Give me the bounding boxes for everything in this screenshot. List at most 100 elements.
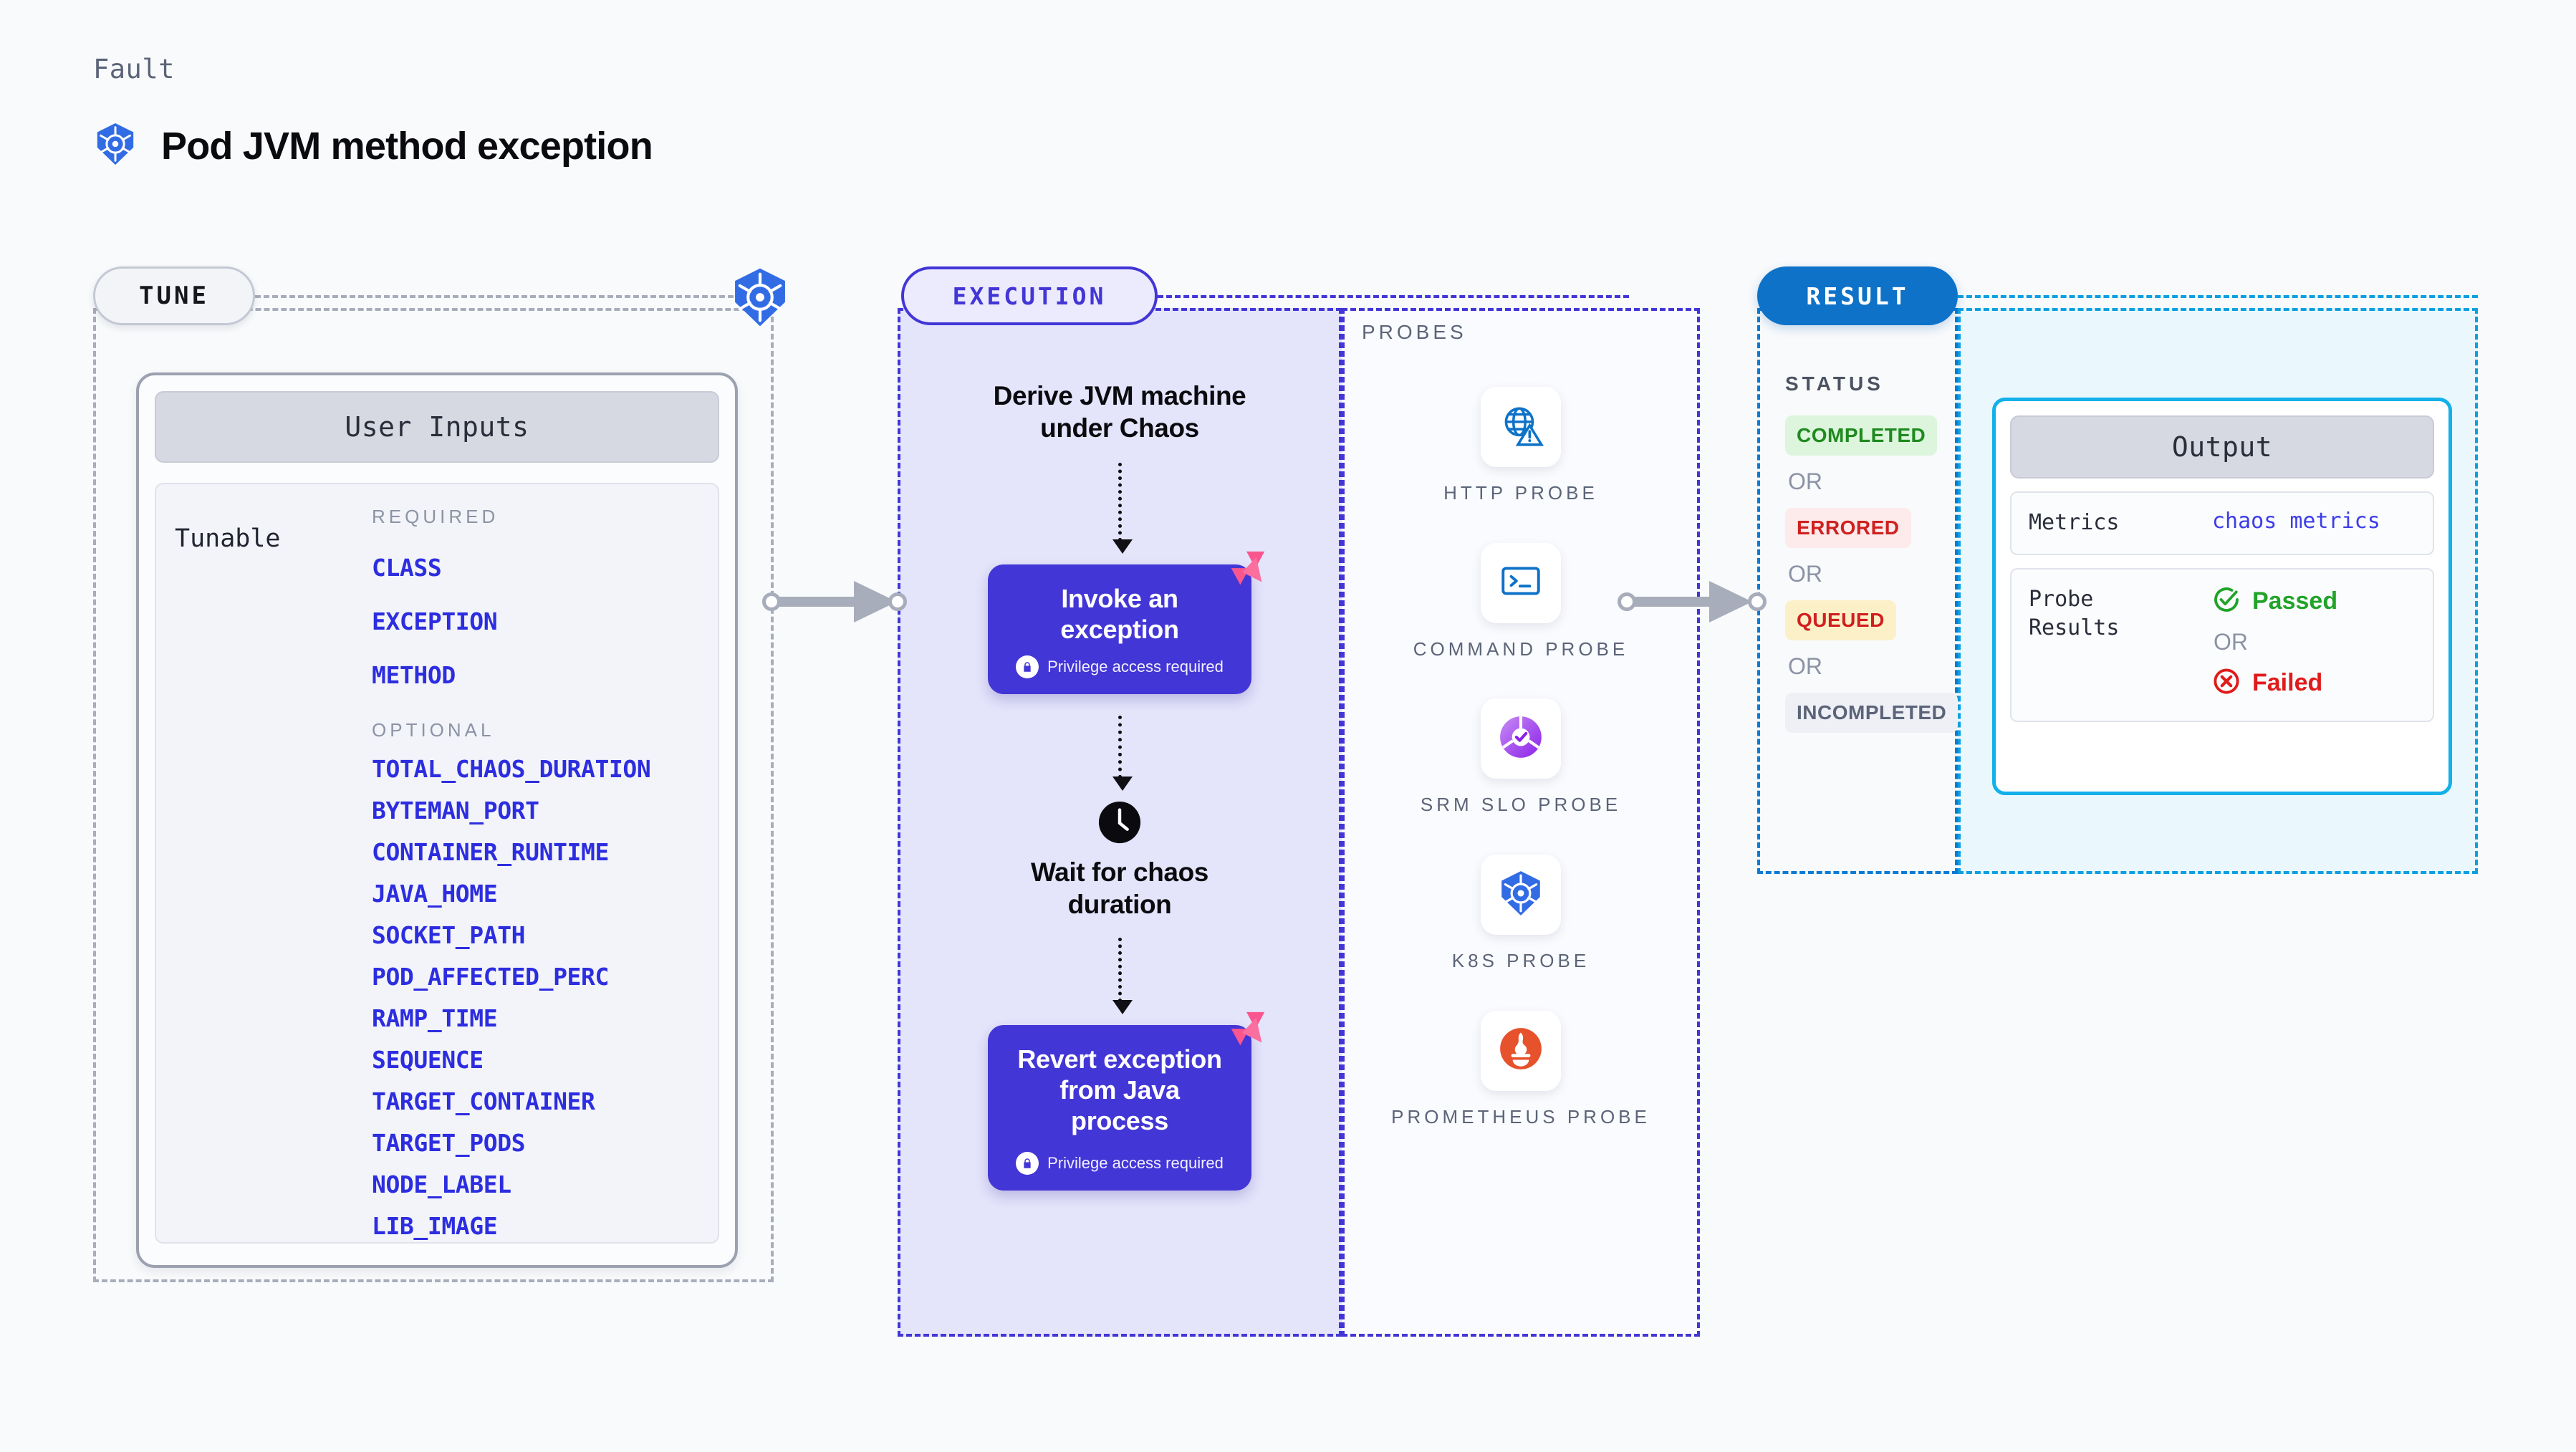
tune-exit-node [762, 592, 781, 611]
probe-tile [1481, 855, 1561, 936]
output-row-probe-results: Probe Results Passed OR [2010, 567, 2434, 722]
result-pill-label: RESULT [1806, 282, 1909, 310]
tune-connector-line [255, 295, 742, 298]
litmus-chaos-icon [1226, 1008, 1270, 1052]
param-java-home[interactable]: JAVA_HOME [372, 880, 498, 908]
probe-verdict-passed: Passed [2212, 585, 2416, 617]
param-class[interactable]: CLASS [372, 554, 442, 582]
probe-item-prometheus[interactable]: PROMETHEUS PROBE [1391, 1010, 1650, 1131]
globe-warning-icon [1497, 402, 1544, 453]
fault-eyebrow-label: Fault [93, 54, 175, 85]
param-container-runtime[interactable]: CONTAINER_RUNTIME [372, 838, 609, 866]
probe-item-http[interactable]: HTTP PROBE [1443, 387, 1598, 507]
status-badge-queued: QUEUED [1785, 600, 1896, 640]
lock-icon [1016, 1152, 1039, 1175]
probe-item-srm-slo[interactable]: SRM SLO PROBE [1421, 698, 1621, 819]
result-stage-pill[interactable]: RESULT [1757, 266, 1958, 325]
probe-verdict-failed: Failed [2212, 667, 2416, 699]
result-stage-panel [1757, 308, 1958, 874]
probe-tile [1481, 542, 1561, 623]
litmus-chaos-icon [1226, 547, 1270, 592]
status-badge-incompleted: INCOMPLETED [1785, 693, 1959, 733]
probe-label: K8S PROBE [1451, 950, 1590, 972]
status-badge-completed: COMPLETED [1785, 415, 1938, 456]
user-inputs-card: User Inputs Tunable REQUIRED CLASS EXCEP… [136, 372, 738, 1268]
revert-exception-title: Revert exception from Java process [1017, 1044, 1222, 1136]
probe-tile [1481, 1010, 1561, 1091]
lock-icon [1016, 655, 1039, 678]
execution-stage-pill[interactable]: EXECUTION [901, 266, 1158, 325]
param-pod-affected-perc[interactable]: POD_AFFECTED_PERC [372, 963, 609, 991]
tunable-label: Tunable [175, 524, 281, 553]
metrics-value-link[interactable]: chaos metrics [2212, 509, 2380, 534]
kubernetes-icon [93, 122, 138, 170]
execution-pill-label: EXECUTION [952, 282, 1107, 310]
privilege-note-row-1: Privilege access required [1005, 655, 1234, 678]
param-exception[interactable]: EXCEPTION [372, 607, 498, 635]
status-section-label: STATUS [1785, 372, 1884, 395]
privilege-note-text-1: Privilege access required [1047, 657, 1224, 675]
param-total-chaos-duration[interactable]: TOTAL_CHAOS_DURATION [372, 755, 651, 783]
param-socket-path[interactable]: SOCKET_PATH [372, 921, 526, 949]
execution-entry-node [888, 592, 907, 611]
probe-item-command[interactable]: COMMAND PROBE [1413, 542, 1629, 663]
execution-connector-line [1158, 295, 1629, 298]
tune-to-execution-arrow [774, 581, 897, 622]
execution-step-revert-exception[interactable]: Revert exception from Java process Privi… [988, 1011, 1265, 1191]
output-row-metrics: Metrics chaos metrics [2010, 491, 2434, 555]
flow-arrow-down-2 [1112, 715, 1133, 791]
kubernetes-icon [729, 266, 791, 328]
param-target-pods[interactable]: TARGET_PODS [372, 1129, 526, 1157]
probe-results-key-label: Probe Results [2029, 586, 2120, 641]
result-connector-line [1958, 295, 2478, 298]
status-or-label-2: OR [1788, 561, 1822, 587]
status-badge-errored: ERRORED [1785, 508, 1911, 548]
kubernetes-icon [1497, 870, 1544, 920]
status-or-label-1: OR [1788, 468, 1822, 494]
tune-stage-pill[interactable]: TUNE [93, 266, 255, 325]
required-group-label: REQUIRED [372, 506, 499, 527]
optional-params-list: TOTAL_CHAOS_DURATION BYTEMAN_PORT CONTAI… [372, 755, 699, 1240]
status-or-label-3: OR [1788, 653, 1822, 679]
page-title: Pod JVM method exception [161, 124, 653, 168]
prometheus-icon [1497, 1025, 1544, 1076]
tune-stage-panel [93, 308, 774, 1282]
probes-exit-node [1618, 592, 1636, 611]
param-target-container[interactable]: TARGET_CONTAINER [372, 1087, 595, 1115]
param-lib-image[interactable]: LIB_IMAGE [372, 1212, 498, 1240]
probe-label: COMMAND PROBE [1413, 638, 1629, 660]
probe-label: PROMETHEUS PROBE [1391, 1105, 1650, 1128]
privilege-note-row-2: Privilege access required [1005, 1152, 1234, 1175]
status-options-list: COMPLETED OR ERRORED OR QUEUED OR INCOMP… [1785, 415, 1959, 733]
probes-to-result-arrow [1629, 581, 1752, 622]
user-inputs-card-title: User Inputs [155, 391, 719, 463]
param-node-label[interactable]: NODE_LABEL [372, 1170, 511, 1198]
probes-stage-panel [1342, 308, 1700, 1337]
output-card: Output Metrics chaos metrics Probe Resul… [1992, 398, 2452, 795]
param-sequence[interactable]: SEQUENCE [372, 1046, 484, 1074]
flow-arrow-down-1 [1112, 463, 1133, 554]
x-circle-icon [2212, 667, 2241, 699]
slo-donut-check-icon [1497, 713, 1544, 764]
probe-label: SRM SLO PROBE [1420, 794, 1622, 816]
execution-step-invoke-exception[interactable]: Invoke an exception Privilege access req… [988, 552, 1265, 694]
clock-icon [1097, 800, 1142, 845]
probe-item-k8s[interactable]: K8S PROBE [1452, 855, 1590, 975]
param-byteman-port[interactable]: BYTEMAN_PORT [372, 797, 539, 824]
privilege-note-text-2: Privilege access required [1047, 1154, 1224, 1173]
probe-tile [1481, 698, 1561, 779]
output-card-title: Output [2010, 415, 2434, 479]
probes-list: HTTP PROBE COMMAND PROBE [1342, 387, 1700, 1130]
probe-label: HTTP PROBE [1443, 482, 1598, 504]
param-method[interactable]: METHOD [372, 661, 456, 689]
probe-tile [1480, 387, 1561, 467]
check-circle-icon [2212, 585, 2241, 617]
failed-label: Failed [2252, 668, 2323, 696]
page-title-row: Pod JVM method exception [93, 122, 653, 170]
flow-arrow-down-3 [1112, 937, 1133, 1014]
execution-step-wait-title: Wait for chaos duration [1031, 857, 1208, 919]
terminal-icon [1497, 557, 1544, 608]
execution-flow: Derive JVM machine under Chaos Invoke an… [898, 380, 1342, 1191]
param-ramp-time[interactable]: RAMP_TIME [372, 1004, 498, 1032]
result-entry-node [1748, 592, 1767, 611]
